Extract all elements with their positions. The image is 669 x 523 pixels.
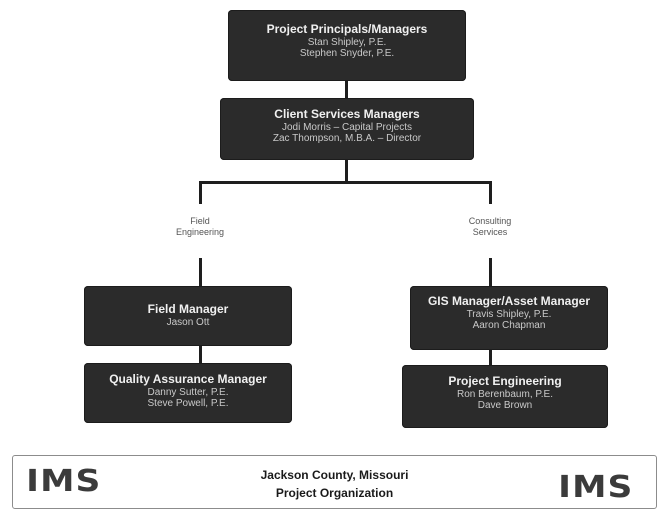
connector-line xyxy=(345,81,348,98)
connector-line xyxy=(199,181,492,184)
project-engineering-line: Dave Brown xyxy=(477,400,533,412)
client-services-line: Jodi Morris – Capital Projects xyxy=(281,121,413,133)
principals-line: Stephen Snyder, P.E. xyxy=(299,48,395,60)
project-engineering-title: Project Engineering xyxy=(448,374,562,388)
footer-banner: IMS Jackson County, Missouri Project Org… xyxy=(12,455,657,509)
client-services-node: Client Services Managers Jodi Morris – C… xyxy=(220,98,474,160)
client-services-line: Zac Thompson, M.B.A. – Director xyxy=(272,133,422,145)
footer-title-line1: Jackson County, Missouri xyxy=(260,468,409,482)
branch-label-consulting-services: Consulting Services xyxy=(468,216,512,237)
quality-assurance-title: Quality Assurance Manager xyxy=(109,372,267,386)
connector-line xyxy=(199,258,202,286)
connector-line xyxy=(199,181,202,204)
connector-line xyxy=(489,258,492,286)
connector-line xyxy=(345,160,348,182)
client-services-title: Client Services Managers xyxy=(274,107,420,121)
principals-title: Project Principals/Managers xyxy=(266,22,428,36)
project-engineering-node: Project Engineering Ron Berenbaum, P.E. … xyxy=(402,365,608,428)
field-manager-title: Field Manager xyxy=(147,302,229,316)
gis-asset-node: GIS Manager/Asset Manager Travis Shipley… xyxy=(410,286,608,350)
branch-label-field-engineering: Field Engineering xyxy=(175,216,225,237)
quality-assurance-line: Steve Powell, P.E. xyxy=(147,398,229,410)
gis-asset-title: GIS Manager/Asset Manager xyxy=(427,294,591,308)
quality-assurance-node: Quality Assurance Manager Danny Sutter, … xyxy=(84,363,292,423)
connector-line xyxy=(489,181,492,204)
field-manager-node: Field Manager Jason Ott xyxy=(84,286,292,346)
ims-logo-right: IMS xyxy=(558,470,634,505)
footer-title-line2: Project Organization xyxy=(275,486,394,500)
field-manager-line: Jason Ott xyxy=(166,316,210,328)
ims-logo-left: IMS xyxy=(26,464,102,499)
quality-assurance-line: Danny Sutter, P.E. xyxy=(147,386,229,398)
principals-node: Project Principals/Managers Stan Shipley… xyxy=(228,10,466,81)
gis-asset-line: Aaron Chapman xyxy=(472,320,546,332)
principals-line: Stan Shipley, P.E. xyxy=(307,36,387,48)
project-engineering-line: Ron Berenbaum, P.E. xyxy=(457,388,553,400)
connector-line xyxy=(489,350,492,365)
connector-line xyxy=(199,346,202,363)
gis-asset-line: Travis Shipley, P.E. xyxy=(466,308,552,320)
